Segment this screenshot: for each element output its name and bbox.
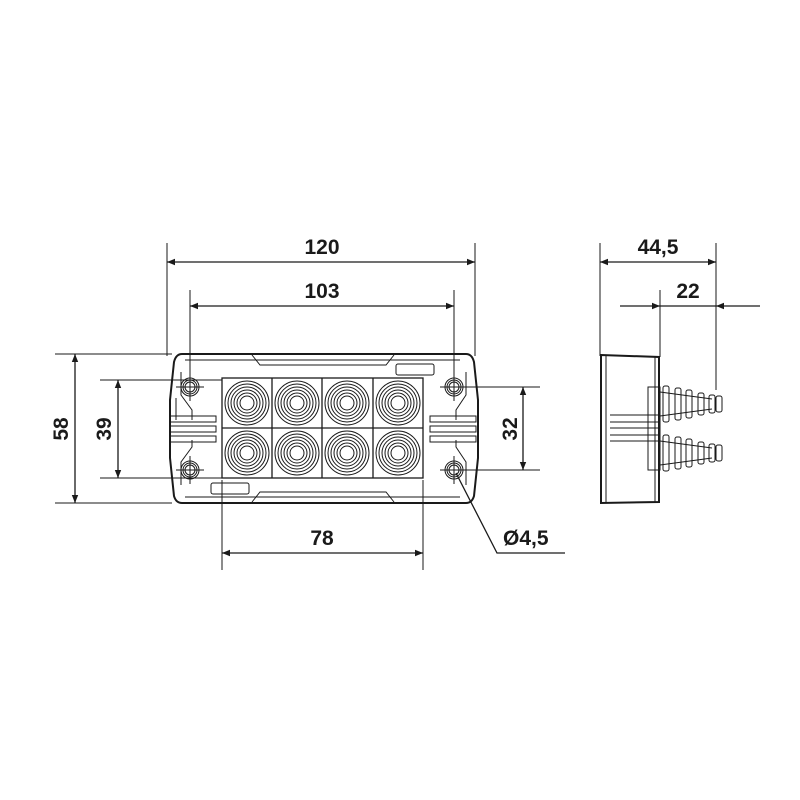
dim-grid-width: 78	[310, 527, 334, 550]
grommet	[224, 430, 270, 476]
front-view	[169, 353, 479, 504]
grommet	[375, 430, 421, 476]
grommet	[274, 430, 320, 476]
grommet	[224, 380, 270, 426]
dim-grid-height: 39	[93, 417, 116, 440]
grommet	[324, 380, 370, 426]
dim-hole-spacing-vertical: 32	[499, 417, 522, 440]
side-view: 44,5 22	[599, 236, 760, 505]
dim-hole-diameter: Ø4,5	[503, 527, 549, 550]
dim-width-overall: 120	[304, 236, 339, 259]
grommet	[274, 380, 320, 426]
dim-height-overall: 58	[50, 417, 73, 441]
grommet	[324, 430, 370, 476]
grommet	[375, 380, 421, 426]
mounting-hole	[176, 456, 204, 484]
connector	[659, 434, 723, 472]
cable-grommets	[224, 380, 421, 476]
dim-depth-overall: 44,5	[638, 236, 679, 259]
dim-hole-spacing-horizontal: 103	[304, 280, 339, 303]
connector	[659, 385, 723, 423]
dim-connector-length: 22	[676, 280, 699, 303]
cable-connectors	[659, 385, 723, 472]
